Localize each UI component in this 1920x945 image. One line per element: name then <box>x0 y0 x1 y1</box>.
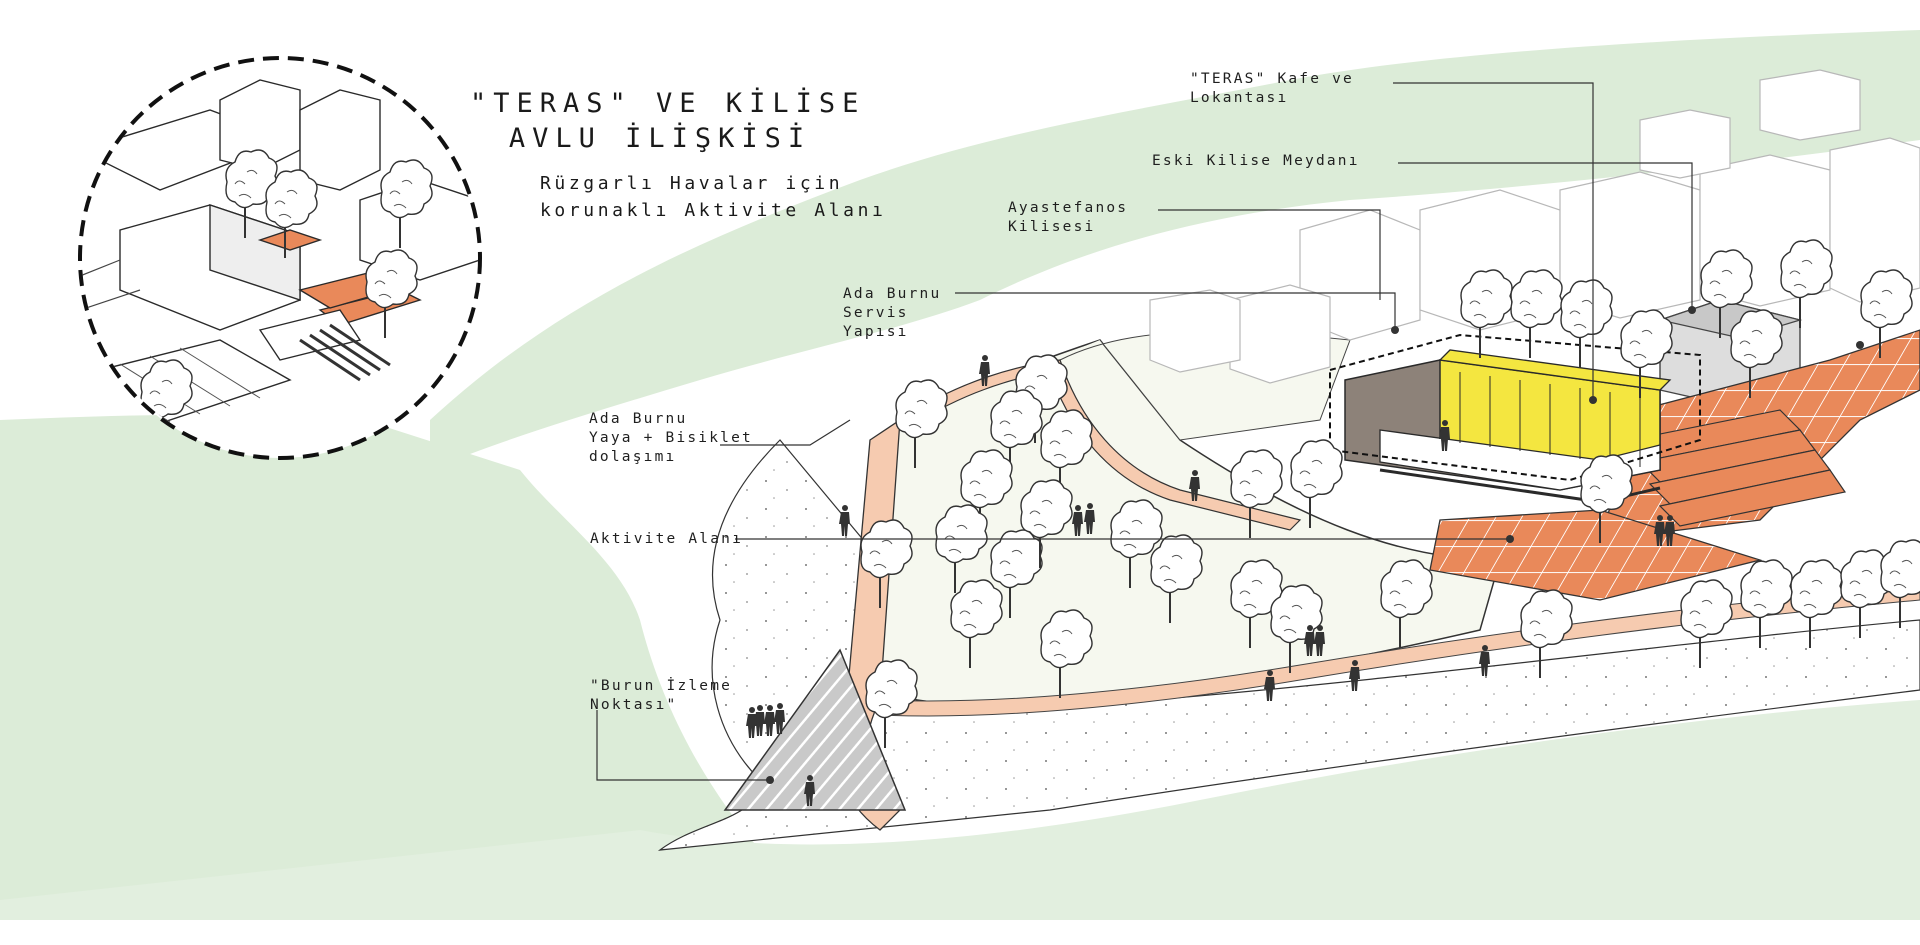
leader-lines <box>596 82 1693 781</box>
label-teras-cafe: "TERAS" Kafe ve Lokantası <box>1190 71 1354 106</box>
label-viewing-point: "Burun İzleme Noktası" <box>590 678 733 713</box>
diagram-subtitle: Rüzgarlı Havalar için korunaklı Aktivite… <box>540 170 887 224</box>
teras-cafe-building <box>1344 349 1672 504</box>
upper-green-slope <box>430 30 1920 470</box>
lower-walk <box>879 584 1920 717</box>
label-old-church-square: Eski Kilise Meydanı <box>1152 153 1360 169</box>
title-line-2: AVLU İLİŞKİSİ <box>508 123 812 154</box>
label-ayastefanos-church: Ayastefanos Kilisesi <box>1008 200 1129 235</box>
diagram-title: "TERAS" VE KİLİSE AVLU İLİŞKİSİ <box>470 86 866 156</box>
title-line-1: "TERAS" VE KİLİSE <box>470 88 866 119</box>
ridge-path <box>899 359 1302 531</box>
left-green-field <box>0 415 760 920</box>
town-buildings <box>1149 69 1920 384</box>
subtitle-line-2: korunaklı Aktivite Alanı <box>540 200 887 221</box>
label-pedestrian-bike-route: Ada Burnu Yaya + Bisiklet dolaşımı <box>589 411 753 465</box>
teras-dashed-frame <box>1329 333 1701 482</box>
label-service-building: Ada Burnu Servis Yapısı <box>843 286 942 340</box>
sea-lower-green <box>0 700 1920 920</box>
leader-dots <box>766 306 1864 784</box>
amphitheatre-steps <box>1628 409 1847 527</box>
subtitle-line-1: Rüzgarlı Havalar için <box>540 173 844 194</box>
label-activity-area: Aktivite Alanı <box>590 531 744 547</box>
activity-area-paving <box>1429 509 1763 601</box>
inset-detail <box>78 56 482 460</box>
viewing-point-hatch <box>723 648 907 811</box>
